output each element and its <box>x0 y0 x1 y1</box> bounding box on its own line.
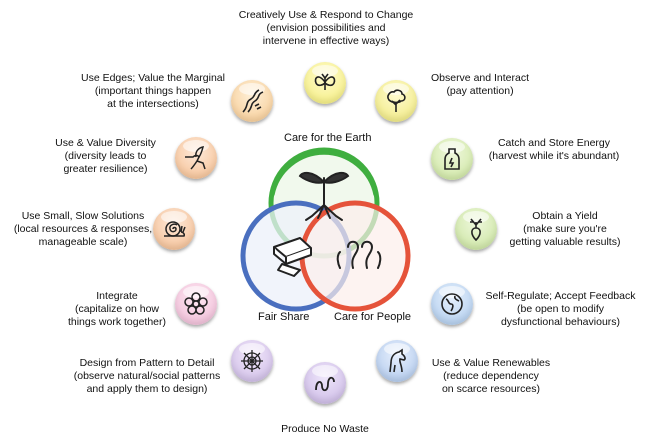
principle-no-waste: Produce No Waste <box>255 423 395 436</box>
principle-integrate: Integrate (capitalize on how things work… <box>62 290 172 329</box>
principle-title: Observe and Interact <box>430 72 530 84</box>
principle-renewables: Use & Value Renewables (reduce dependenc… <box>416 357 566 396</box>
principle-pattern: Design from Pattern to Detail (observe n… <box>62 357 232 396</box>
principle-title: Use & Value Renewables <box>431 357 551 369</box>
principle-edges: Use Edges; Value the Marginal (important… <box>78 72 228 111</box>
orb-self-regulate <box>431 283 473 325</box>
globe-icon <box>441 293 463 315</box>
spiderweb-icon <box>241 350 263 372</box>
principle-yield: Obtain a Yield (make sure you're getting… <box>500 210 630 249</box>
principle-desc: (observe natural/social patterns <box>73 370 221 382</box>
bread-icon <box>273 237 312 277</box>
principle-desc: (pay attention) <box>446 85 514 97</box>
principle-change: Creatively Use & Respond to Change (envi… <box>226 9 426 48</box>
hummingbird-icon <box>185 146 206 170</box>
principle-title: Use Small, Slow Solutions <box>21 210 145 222</box>
snail-icon <box>164 221 186 237</box>
principle-title: Catch and Store Energy <box>497 137 611 149</box>
principle-desc: (harvest while it's abundant) <box>488 150 620 162</box>
orb-renewables <box>376 340 418 382</box>
principle-desc: (important things happen <box>94 85 212 97</box>
jar-icon <box>444 148 460 170</box>
principle-desc: (diversity leads to <box>64 150 147 162</box>
principle-desc: on scarce resources) <box>441 383 541 395</box>
principle-title: Use Edges; Value the Marginal <box>81 72 225 84</box>
principle-small-slow: Use Small, Slow Solutions (local resourc… <box>3 210 163 249</box>
principle-diversity: Use & Value Diversity (diversity leads t… <box>38 137 173 176</box>
principle-desc: at the intersections) <box>107 98 199 110</box>
principle-desc: (make sure you're <box>523 223 607 235</box>
principle-title: Creatively Use & Respond to Change <box>238 9 414 21</box>
principle-desc: greater resilience) <box>63 163 148 175</box>
orb-no-waste <box>304 362 346 404</box>
principle-title: Obtain a Yield <box>532 210 598 222</box>
people-ethic-label: Care for People <box>334 311 412 323</box>
principle-title: Design from Pattern to Detail <box>79 357 215 369</box>
principle-desc: intervene in effective ways) <box>262 35 390 47</box>
principle-observe: Observe and Interact (pay attention) <box>425 72 535 98</box>
orb-yield <box>455 208 497 250</box>
beet-icon <box>470 218 482 242</box>
orb-pattern <box>231 340 273 382</box>
principle-title: Use & Value Diversity <box>55 137 156 149</box>
people-icon <box>336 240 382 269</box>
principle-desc: (local resources & responses, <box>13 223 153 235</box>
principle-desc: getting valuable results) <box>509 236 621 248</box>
principle-title: Integrate <box>96 290 138 302</box>
orb-edges <box>231 80 273 122</box>
horse-icon <box>389 348 406 373</box>
earth-ethic-label: Care for the Earth <box>284 132 372 144</box>
principle-title: Produce No Waste <box>281 423 369 435</box>
tree-icon <box>387 89 406 112</box>
plant-icon <box>298 171 350 221</box>
river-icon <box>242 89 264 113</box>
principle-desc: (envision possibilities and <box>266 22 386 34</box>
orb-diversity <box>175 137 217 179</box>
principle-energy: Catch and Store Energy (harvest while it… <box>478 137 630 163</box>
flower-icon <box>184 292 208 315</box>
principle-desc: and apply them to design) <box>86 383 208 395</box>
principle-desc: manageable scale) <box>38 236 128 248</box>
principle-desc: (be open to modify <box>517 303 604 315</box>
principle-desc: (capitalize on how <box>74 303 160 315</box>
butterfly-icon <box>314 73 336 90</box>
orb-energy <box>431 138 473 180</box>
orb-integrate <box>175 283 217 325</box>
worm-icon <box>315 376 335 392</box>
principle-desc: things work together) <box>67 316 167 328</box>
orb-small-slow <box>153 208 195 250</box>
principle-title: Self-Regulate; Accept Feedback <box>485 290 636 302</box>
principle-desc: dysfunctional behaviours) <box>500 316 621 328</box>
orb-change <box>304 62 346 104</box>
principle-self-regulate: Self-Regulate; Accept Feedback (be open … <box>478 290 643 329</box>
orb-observe <box>375 80 417 122</box>
principle-desc: (reduce dependency <box>443 370 539 382</box>
share-ethic-label: Fair Share <box>258 311 310 323</box>
